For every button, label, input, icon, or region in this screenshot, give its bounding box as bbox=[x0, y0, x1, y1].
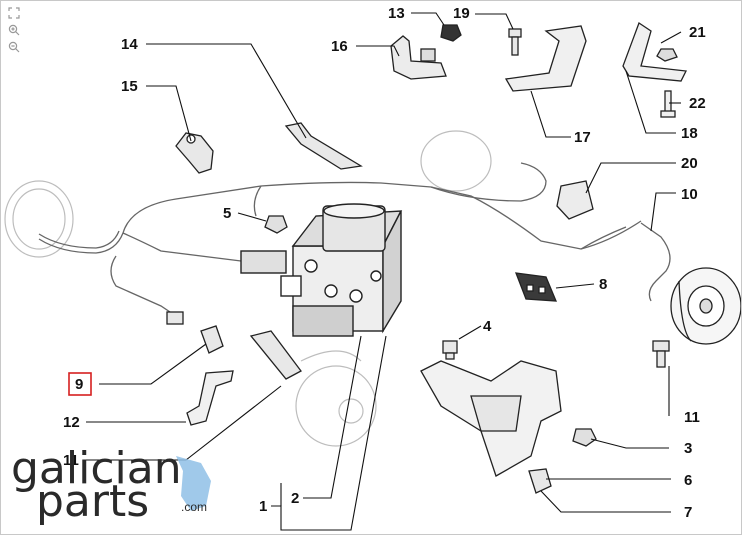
callout-3: 3 bbox=[684, 440, 692, 457]
callout-20: 20 bbox=[681, 155, 698, 172]
part-7-clip bbox=[528, 468, 552, 494]
watermark-brand-sub: parts bbox=[36, 476, 149, 527]
fullscreen-icon[interactable] bbox=[6, 6, 22, 20]
callout-11: 11 bbox=[684, 409, 700, 426]
callout-22: 22 bbox=[689, 95, 706, 112]
callout-7: 7 bbox=[684, 504, 692, 521]
part-11-bolt bbox=[652, 340, 670, 368]
callout-2: 2 bbox=[291, 490, 299, 507]
callout-10: 10 bbox=[681, 186, 698, 203]
part-13-nut bbox=[440, 24, 462, 42]
part-19-bolt bbox=[508, 28, 522, 56]
part-8-connector bbox=[515, 272, 558, 302]
callout-1: 1 bbox=[259, 498, 267, 515]
callout-11-left: 11 bbox=[63, 452, 79, 469]
callout-16: 16 bbox=[331, 38, 348, 55]
part-15-sensor bbox=[175, 132, 214, 174]
part-3-nut bbox=[572, 428, 597, 447]
part-9-wheel-sensor bbox=[166, 311, 302, 380]
zoom-out-icon[interactable] bbox=[6, 40, 22, 54]
part-17-bracket bbox=[504, 25, 587, 92]
callout-17: 17 bbox=[574, 129, 591, 146]
galicianparts-watermark-logo: galician parts .com bbox=[11, 443, 211, 527]
part-14-sensor-cable bbox=[284, 122, 363, 170]
callout-14: 14 bbox=[121, 36, 138, 53]
callout-19: 19 bbox=[453, 5, 470, 22]
part-4-mount bbox=[442, 340, 458, 360]
part-16-bracket bbox=[390, 35, 447, 80]
rear-drum bbox=[670, 267, 741, 345]
background-wheel-outlines bbox=[4, 130, 492, 447]
watermark-brand-main: galician bbox=[11, 443, 182, 494]
part-6-support-bracket bbox=[420, 360, 562, 477]
callout-4: 4 bbox=[483, 318, 492, 335]
zoom-in-icon[interactable] bbox=[6, 23, 22, 37]
leader-lines bbox=[86, 12, 682, 531]
callout-18: 18 bbox=[681, 125, 698, 142]
watermark-domain: .com bbox=[181, 500, 207, 514]
abs-hydraulic-unit bbox=[240, 203, 403, 337]
part-12-bracket bbox=[186, 370, 234, 426]
callout-12: 12 bbox=[63, 414, 80, 431]
callout-9: 9 bbox=[75, 376, 83, 393]
callout-9-highlight-box[interactable] bbox=[68, 372, 92, 396]
callout-labels: 14 15 16 13 19 21 22 18 17 20 10 5 8 4 1… bbox=[63, 5, 706, 521]
callout-5: 5 bbox=[223, 205, 231, 222]
callout-8: 8 bbox=[599, 276, 607, 293]
callout-21: 21 bbox=[689, 24, 706, 41]
callout-13: 13 bbox=[388, 5, 405, 22]
part-5-nut bbox=[264, 215, 288, 234]
part-20-clip bbox=[556, 180, 594, 220]
wiring-harness bbox=[38, 162, 671, 317]
callout-15: 15 bbox=[121, 78, 138, 95]
callout-6: 6 bbox=[684, 472, 692, 489]
part-21-22-bracket bbox=[622, 22, 687, 118]
